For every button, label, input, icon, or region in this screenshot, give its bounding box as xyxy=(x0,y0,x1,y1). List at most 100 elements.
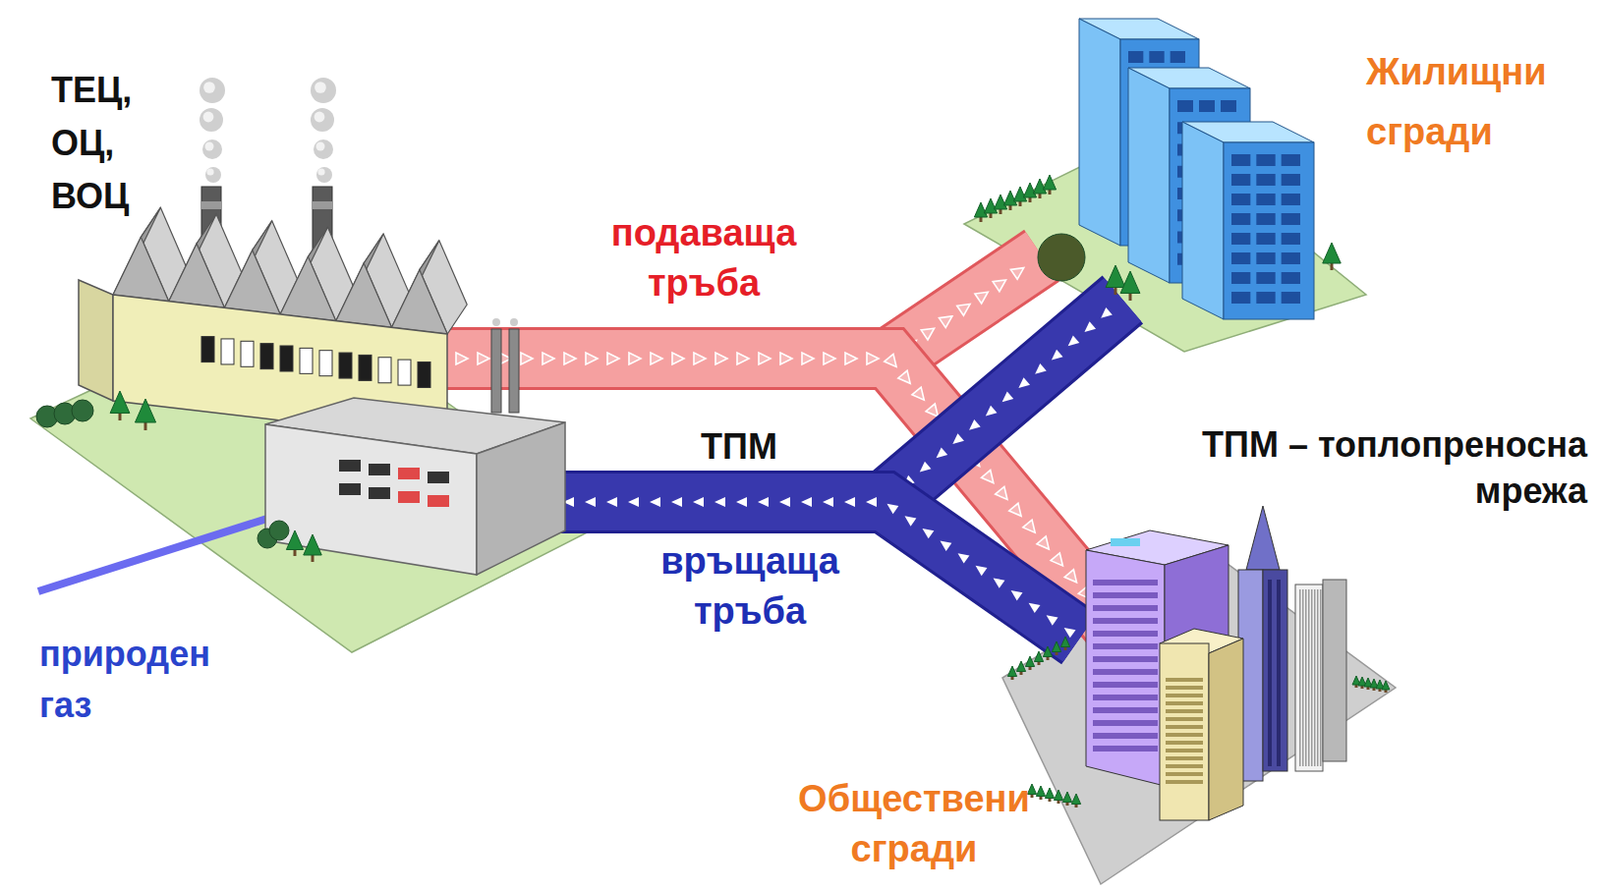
factory-roof xyxy=(392,270,449,335)
flow-arrow xyxy=(714,497,726,508)
flow-arrow xyxy=(1026,599,1041,615)
tree xyxy=(1044,788,1054,800)
network-abbrev: ТПМ xyxy=(680,425,799,468)
flow-arrow xyxy=(1009,503,1027,520)
flow-arrow xyxy=(564,352,576,365)
flow-arrow xyxy=(937,536,953,552)
small-chimney xyxy=(509,329,519,413)
tree xyxy=(134,399,156,423)
flow-arrow xyxy=(758,352,771,365)
public-building xyxy=(1322,579,1347,762)
flow-arrow xyxy=(672,352,685,365)
public-building-window xyxy=(1092,745,1158,752)
flow-arrow xyxy=(1061,624,1077,639)
residential-block xyxy=(1256,193,1275,206)
public-building xyxy=(1085,506,1347,821)
flow-arrow xyxy=(982,405,998,421)
smoke-puff xyxy=(314,81,327,94)
bush xyxy=(71,400,94,422)
residential-block xyxy=(1079,18,1121,246)
tree xyxy=(1062,792,1072,803)
residential-block xyxy=(1281,291,1301,304)
tree xyxy=(110,391,130,414)
factory-window xyxy=(221,339,234,365)
smoke-puff xyxy=(314,112,326,123)
flow-arrow xyxy=(584,497,596,508)
public-building-window xyxy=(1314,589,1316,767)
tree xyxy=(1051,641,1061,653)
small-chimney xyxy=(510,318,518,327)
public-building-window xyxy=(1165,733,1203,738)
public-building-window xyxy=(1165,717,1203,722)
factory-window xyxy=(339,352,352,379)
factory-roof xyxy=(336,263,393,328)
public-building-window xyxy=(1316,589,1319,767)
flow-arrow xyxy=(957,299,974,317)
flow-arrow xyxy=(542,352,555,365)
flow-arrow xyxy=(981,470,999,488)
flow-arrow xyxy=(693,352,706,365)
public-building xyxy=(1246,506,1280,571)
tree xyxy=(1042,174,1056,190)
public-building xyxy=(1262,570,1288,772)
pipe-label: връщаща тръба xyxy=(631,536,868,638)
pipe-label: подаваща тръба xyxy=(585,208,822,310)
tree xyxy=(303,534,322,556)
residential-block xyxy=(1256,291,1275,304)
tree xyxy=(1042,646,1052,658)
public-building-window xyxy=(1267,579,1272,767)
residential-block xyxy=(1231,193,1251,206)
flow-arrow xyxy=(628,497,639,508)
residential-block xyxy=(1256,232,1275,245)
smoke-puff xyxy=(316,167,333,183)
site-node: Обществени сгради xyxy=(746,638,1357,885)
smoke-puff xyxy=(313,139,334,160)
public-building-window xyxy=(1305,589,1308,767)
flow-arrow xyxy=(865,497,877,508)
public-building-window xyxy=(1165,678,1203,683)
flow-arrow xyxy=(585,352,598,365)
boiler-house-window xyxy=(398,467,420,480)
public-building-window xyxy=(1299,589,1302,767)
public-building xyxy=(1159,643,1209,821)
public-building-window xyxy=(1092,643,1158,650)
flow-arrow xyxy=(780,352,793,365)
flow-arrow xyxy=(920,323,938,341)
flow-arrow xyxy=(884,500,900,515)
residential-block xyxy=(1281,154,1301,167)
residential-block xyxy=(1177,100,1194,113)
boiler-house-side xyxy=(476,422,566,575)
smoke-puff xyxy=(310,77,337,104)
flow-arrow xyxy=(520,352,533,365)
smoke-puff xyxy=(205,142,215,152)
flow-arrow xyxy=(902,512,917,527)
public-building-window xyxy=(1165,772,1203,777)
factory-window xyxy=(398,359,411,386)
public-building-window xyxy=(1092,630,1158,637)
factory-side-wall xyxy=(78,280,114,401)
residential-block xyxy=(1256,272,1275,285)
smoke-puff xyxy=(317,168,325,175)
smoke-puff xyxy=(206,168,214,175)
public-building-window xyxy=(1165,748,1203,753)
residential-block xyxy=(1170,51,1186,63)
small-chimney xyxy=(491,318,519,413)
public-building-window xyxy=(1267,579,1272,767)
tree xyxy=(1060,636,1070,648)
flow-arrow xyxy=(606,497,618,508)
public-building-window xyxy=(1092,592,1158,599)
gas-pipe xyxy=(38,516,274,592)
boiler-house-window xyxy=(398,491,420,504)
boiler-house-front xyxy=(265,424,477,575)
residential-block xyxy=(1231,173,1251,186)
public-building-window xyxy=(1165,693,1203,698)
residential-block xyxy=(1281,252,1301,265)
public-building-window xyxy=(1092,720,1158,727)
factory-window xyxy=(260,343,274,370)
flow-arrow xyxy=(671,497,683,508)
public-building-window xyxy=(1092,694,1158,701)
plant-label: ТЕЦ, ОЦ, ВОЦ xyxy=(51,63,179,224)
chimney xyxy=(201,201,222,210)
public-building-window xyxy=(1092,618,1158,625)
factory-roof xyxy=(113,236,170,301)
